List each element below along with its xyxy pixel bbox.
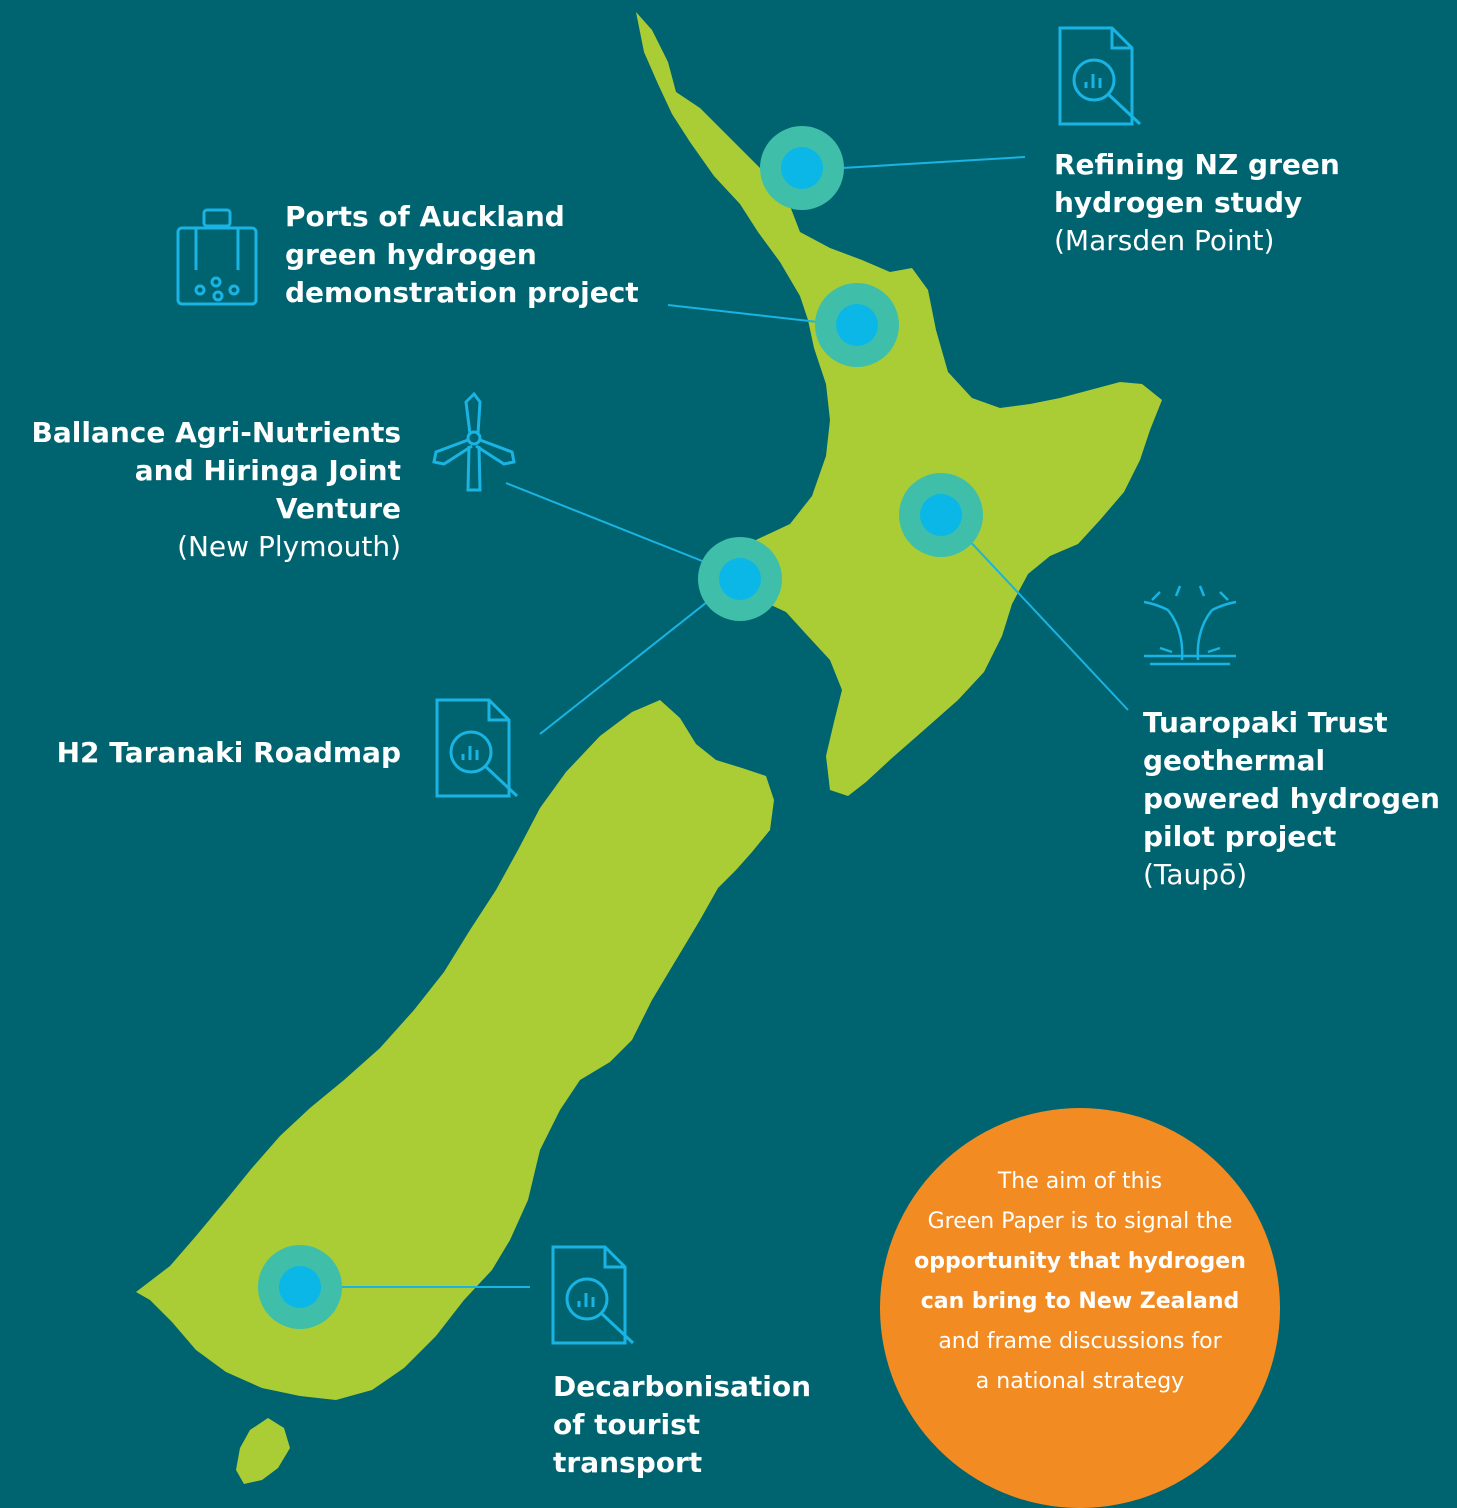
label-title-line: of tourist (553, 1408, 701, 1441)
label-title-line: Ballance Agri-Nutrients (31, 416, 401, 449)
label-title-line: powered hydrogen (1143, 782, 1440, 815)
electrolyser-icon (176, 208, 258, 306)
leader-line-newplymouth (505, 482, 741, 577)
label-place: (Marsden Point) (1054, 224, 1275, 257)
marker-taupo[interactable] (899, 473, 983, 557)
marker-marsden[interactable] (760, 126, 844, 210)
callout-text: a national strategy (975, 1369, 1185, 1394)
label-marsden: Refining NZ green hydrogen study (Marsde… (1054, 146, 1340, 260)
label-title-line: green hydrogen (285, 238, 537, 271)
callout-emphasis: can bring to New Zealand (920, 1289, 1240, 1314)
label-taupo: Tuaropaki Trust geothermal powered hydro… (1143, 704, 1440, 894)
geothermal-geyser-icon (1143, 585, 1237, 666)
label-title-line: and Hiringa Joint Venture (134, 454, 401, 525)
label-title-line: geothermal (1143, 744, 1326, 777)
marker-auckland[interactable] (815, 283, 899, 367)
stewart-island (236, 1418, 290, 1484)
callout-text: The aim of this (997, 1169, 1163, 1194)
label-title-line: Ports of Auckland (285, 200, 565, 233)
label-title-line: hydrogen study (1054, 186, 1303, 219)
label-taranaki: H2 Taranaki Roadmap (0, 734, 401, 772)
report-chart-icon (1058, 26, 1142, 126)
leader-line-auckland (667, 304, 819, 323)
callout-text: and frame discussions for (938, 1329, 1222, 1354)
label-title-line: pilot project (1143, 820, 1337, 853)
label-title-line: H2 Taranaki Roadmap (56, 736, 401, 769)
label-title-line: transport (553, 1446, 703, 1479)
callout-emphasis: opportunity that hydrogen (914, 1249, 1246, 1274)
label-title-line: demonstration project (285, 276, 639, 309)
green-paper-callout: The aim of this Green Paper is to signal… (880, 1108, 1280, 1508)
label-place: (Taupō) (1143, 858, 1248, 891)
label-newplymouth: Ballance Agri-Nutrients and Hiringa Join… (0, 414, 401, 566)
label-tourist: Decarbonisation of tourist transport (553, 1368, 811, 1482)
leader-line-taupo (949, 519, 1129, 711)
marker-newplymouth[interactable] (698, 537, 782, 621)
label-place: (New Plymouth) (177, 530, 401, 563)
south-island (136, 700, 774, 1400)
label-auckland: Ports of Auckland green hydrogen demonst… (285, 198, 639, 312)
wind-turbine-icon (432, 391, 516, 492)
label-title-line: Tuaropaki Trust (1143, 706, 1388, 739)
north-island (636, 12, 1162, 796)
callout-text: Green Paper is to signal the (927, 1209, 1233, 1234)
label-title-line: Decarbonisation (553, 1370, 812, 1403)
label-title-line: Refining NZ green (1054, 148, 1340, 181)
report-chart-icon (551, 1245, 635, 1345)
marker-tourist[interactable] (258, 1245, 342, 1329)
leader-line-marsden (841, 156, 1026, 169)
report-chart-icon (435, 698, 519, 798)
